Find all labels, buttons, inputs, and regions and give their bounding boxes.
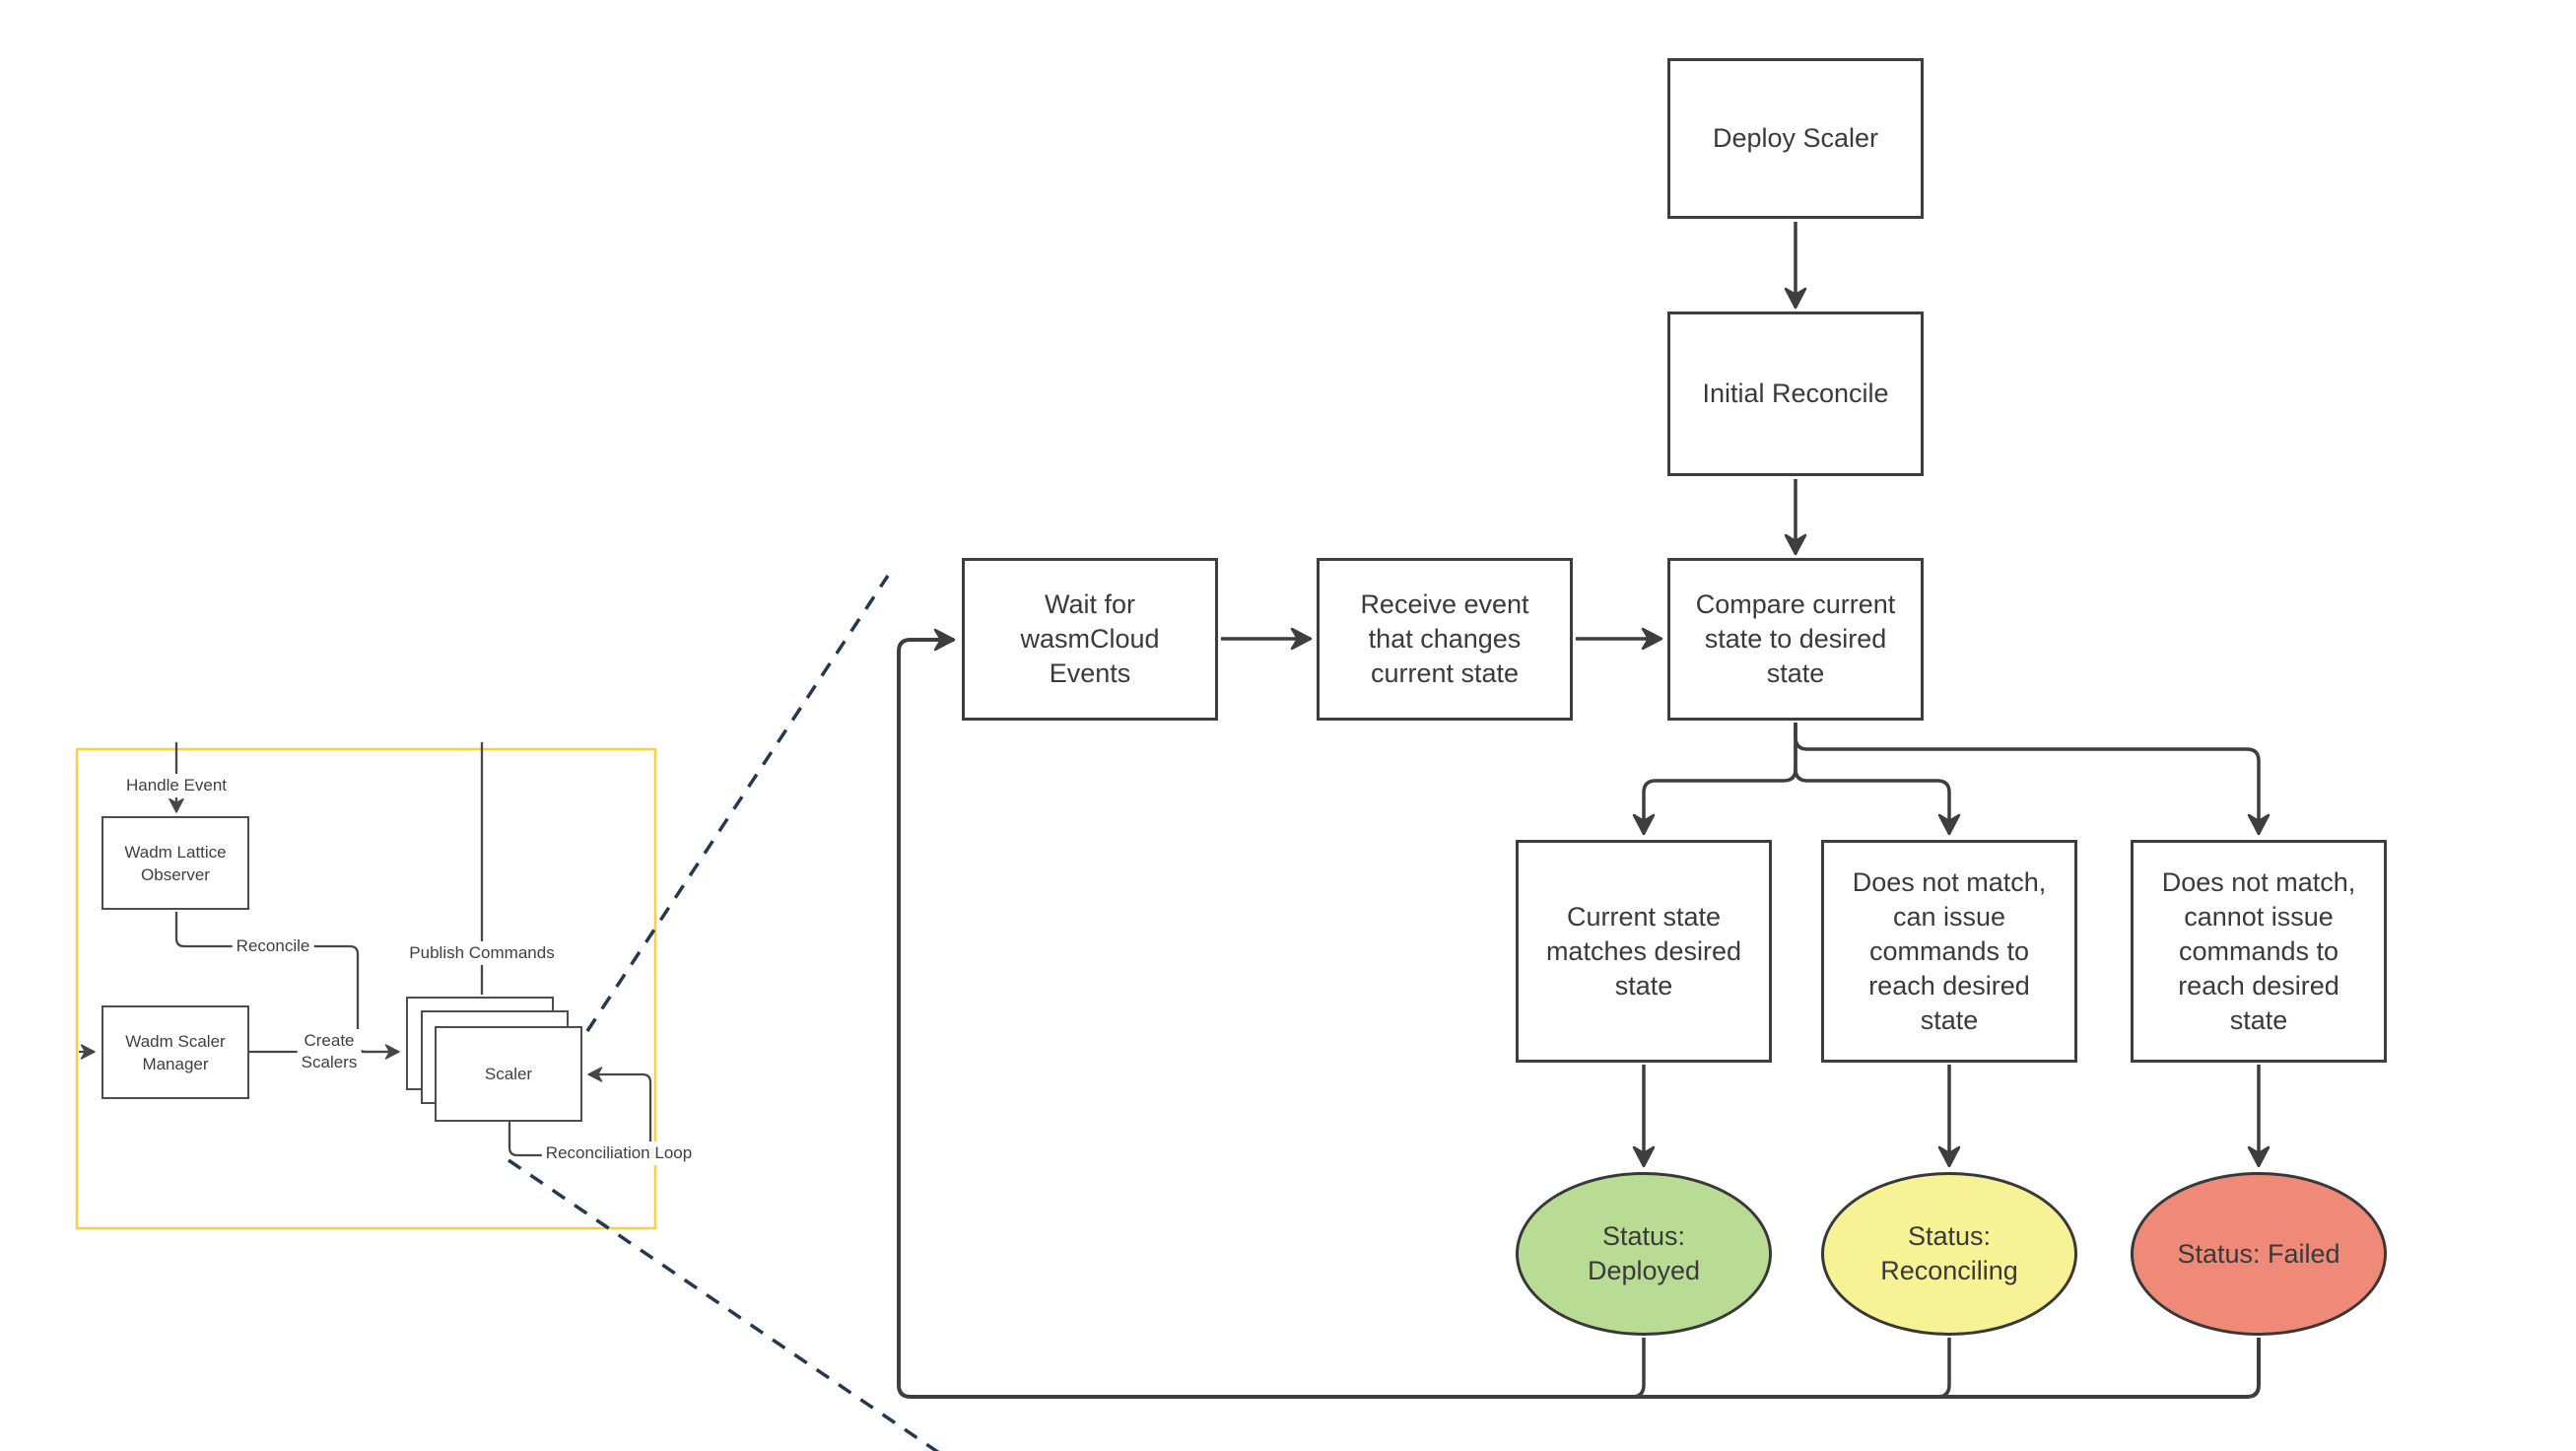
edge-compare-to-can-issue [1794, 723, 1961, 836]
callout-dashed-line-top [585, 575, 890, 1032]
node-receive-event-label: Receive event that changes current state [1360, 589, 1529, 688]
node-can-issue-commands: Does not match, can issue commands to re… [1821, 840, 2077, 1063]
node-compare-state-label: Compare current state to desired state [1695, 589, 1896, 688]
node-cannot-issue-commands-label: Does not match, cannot issue commands to… [2161, 866, 2356, 1035]
mini-diagram-frame [75, 747, 657, 1230]
main-flow-edges [897, 222, 2271, 1399]
edge-label-create-scalers: Create Scalers [297, 1029, 362, 1074]
node-initial-reconcile: Initial Reconcile [1667, 311, 1924, 476]
node-can-issue-commands-label: Does not match, can issue commands to re… [1852, 866, 2047, 1035]
status-ellipse-reconciling: Status: Reconciling [1821, 1172, 2077, 1336]
status-ellipse-deployed: Status: Deployed [1516, 1172, 1772, 1336]
edge-label-handle-event: Handle Event [121, 774, 232, 797]
edge-loop-back-to-wait [897, 628, 2261, 1399]
mini-node-lattice-observer-label: Wadm Lattice Observer [124, 842, 227, 884]
status-failed-label: Status: Failed [2177, 1238, 2340, 1269]
mini-node-scaler-manager: Wadm Scaler Manager [102, 1005, 249, 1099]
callout-dashed-lines [508, 575, 940, 1451]
node-initial-reconcile-label: Initial Reconcile [1702, 379, 1889, 408]
status-ellipse-failed: Status: Failed [2131, 1172, 2387, 1336]
edge-label-reconcile: Reconcile [232, 934, 314, 958]
node-wait-for-events-label: Wait for wasmCloud Events [1020, 589, 1160, 688]
node-wait-for-events: Wait for wasmCloud Events [962, 558, 1218, 721]
edge-compare-to-match [1632, 723, 1797, 836]
node-compare-state: Compare current state to desired state [1667, 558, 1924, 721]
node-deploy-scaler: Deploy Scaler [1667, 58, 1924, 219]
edge-compare-to-cannot-issue [1794, 723, 2271, 836]
node-receive-event: Receive event that changes current state [1317, 558, 1573, 721]
node-cannot-issue-commands: Does not match, cannot issue commands to… [2131, 840, 2387, 1063]
edge-label-publish-commands: Publish Commands [405, 941, 559, 965]
mini-node-scaler-label: Scaler [484, 1065, 533, 1083]
mini-node-scaler: Scaler [435, 1026, 582, 1122]
node-state-matches-label: Current state matches desired state [1545, 901, 1742, 1001]
status-reconciling-label: Status: Reconciling [1880, 1221, 2018, 1285]
mini-node-scaler-manager-label: Wadm Scaler Manager [125, 1031, 226, 1073]
node-deploy-scaler-label: Deploy Scaler [1712, 123, 1879, 153]
callout-dashed-line-bottom [508, 1158, 940, 1451]
mini-node-lattice-observer: Wadm Lattice Observer [102, 816, 249, 910]
edge-deployed-join-loop [1631, 1338, 1646, 1399]
status-deployed-label: Status: Deployed [1587, 1221, 1701, 1285]
node-state-matches: Current state matches desired state [1516, 840, 1772, 1063]
edge-label-reconciliation-loop: Reconciliation Loop [541, 1141, 697, 1165]
edge-reconciling-join-loop [1936, 1338, 1951, 1399]
